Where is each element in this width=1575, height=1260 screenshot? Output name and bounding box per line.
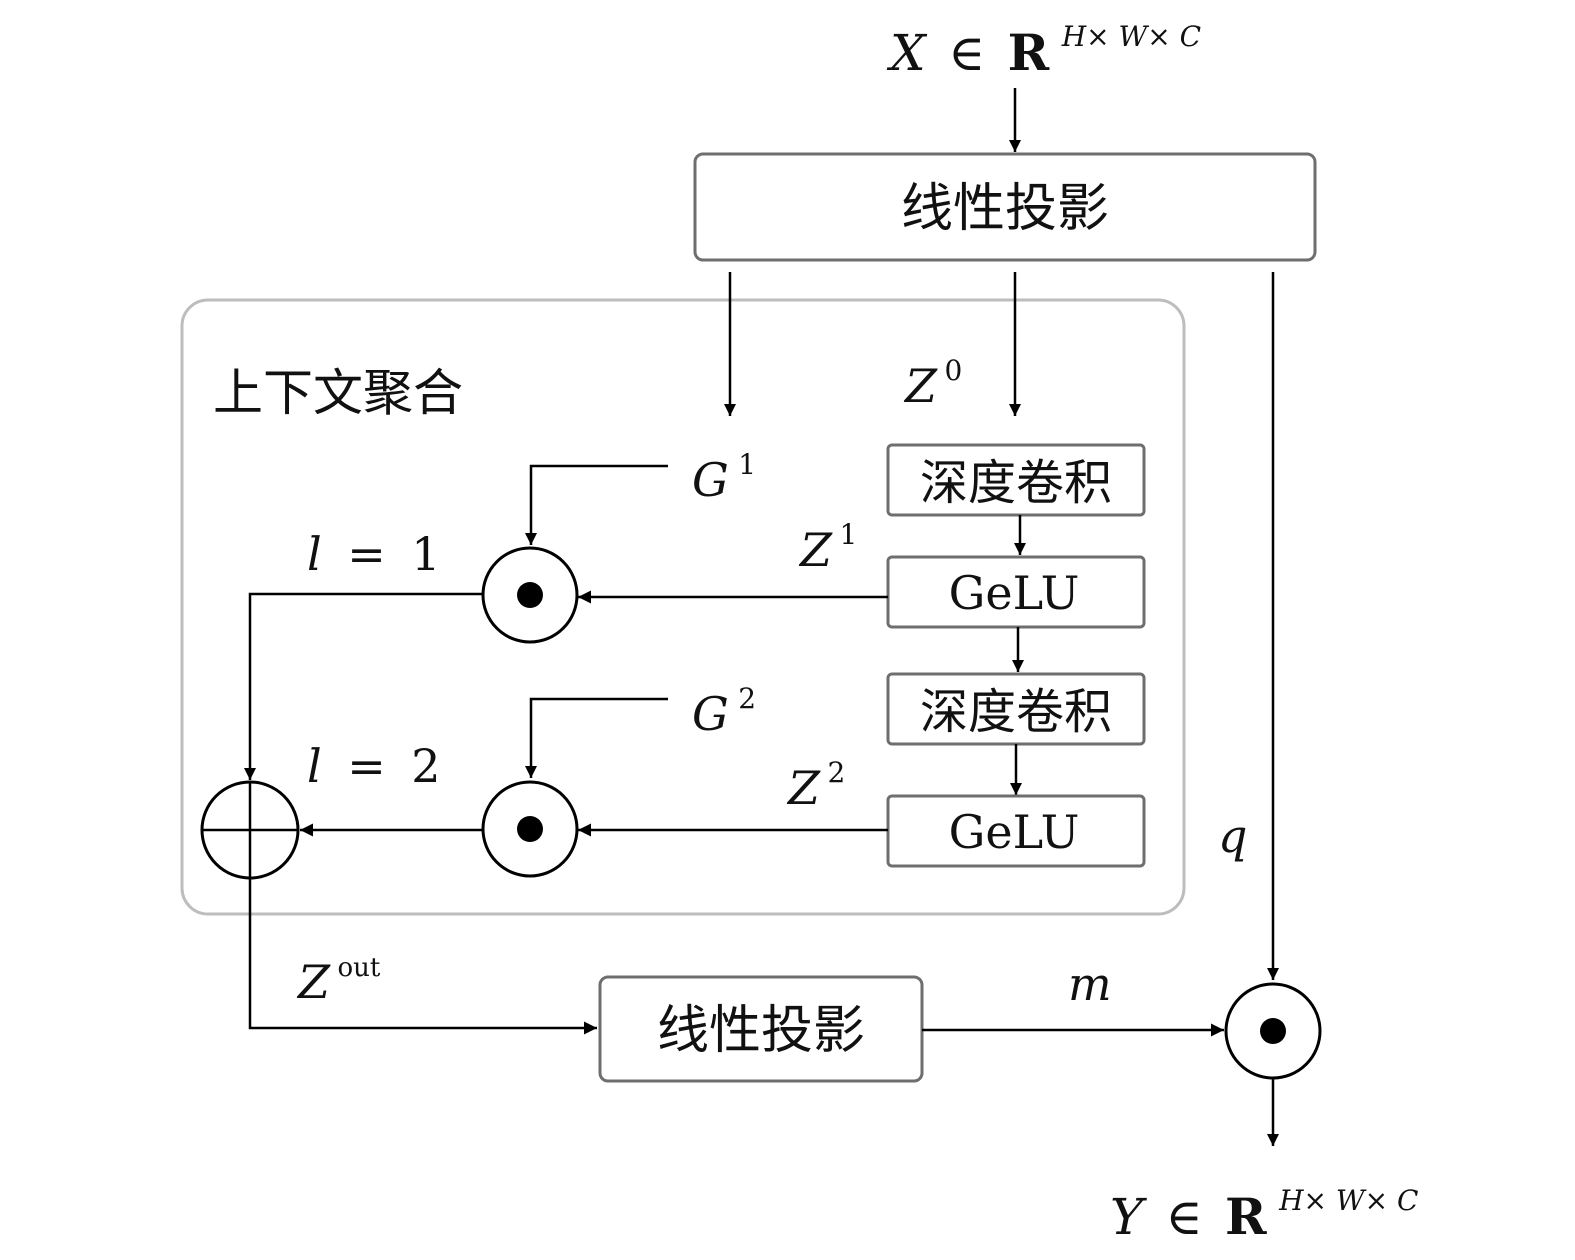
g1-label: G 1	[692, 448, 756, 507]
arrow-zout	[248, 878, 597, 1035]
gelu-box-1	[886, 555, 1146, 629]
zout-label: Z out	[296, 953, 381, 1009]
input-var: X	[886, 24, 928, 82]
output-var: Y	[1110, 1188, 1147, 1246]
bottom-projection-label: 线性投影	[657, 1001, 865, 1061]
dwconv-label-1: 深度卷积	[920, 455, 1112, 511]
gelu-label-2: GeLU	[949, 805, 1080, 859]
gelu-label-1: GeLU	[949, 566, 1080, 620]
arrow-g1	[525, 464, 668, 545]
final-multiply-dot	[1260, 1018, 1286, 1044]
level-1-label: l = 1	[307, 527, 441, 581]
m-label: m	[1068, 957, 1112, 1011]
input-label: X ∈ R H× W× C	[886, 20, 1201, 82]
output-in: ∈	[1166, 1188, 1203, 1246]
svg-text:Y ∈ R H× W×: Y ∈ R H× W× C	[1110, 1184, 1418, 1246]
z0-label: Z 0	[903, 354, 962, 413]
output-label: Y ∈ R H× W× C	[1110, 1184, 1418, 1246]
g2-label: G 2	[692, 682, 756, 741]
multiply-dot-2	[517, 816, 543, 842]
arrow-level1-to-sum	[244, 592, 483, 780]
output-dims: H× W× C	[1278, 1184, 1418, 1217]
input-in: ∈	[948, 24, 985, 82]
z1-label: Z 1	[798, 518, 857, 577]
input-dims: H× W× C	[1061, 20, 1201, 53]
svg-text:X ∈ R H× W×: X ∈ R H× W× C	[886, 20, 1201, 82]
context-aggregation-label: 上下文聚合	[213, 364, 463, 422]
input-set: R	[1008, 23, 1050, 82]
top-projection-box	[693, 152, 1317, 262]
q-label: q	[1218, 809, 1247, 863]
multiply-dot-1	[517, 582, 543, 608]
level-2-label: l = 2	[307, 739, 441, 793]
arrow-g2	[525, 697, 668, 778]
dwconv-label-2: 深度卷积	[920, 684, 1112, 740]
z2-label: Z 2	[786, 756, 845, 815]
output-set: R	[1225, 1187, 1267, 1246]
context-aggregation-group	[180, 298, 1186, 916]
dwconv-box-1	[886, 443, 1146, 517]
top-projection-label: 线性投影	[901, 179, 1109, 239]
